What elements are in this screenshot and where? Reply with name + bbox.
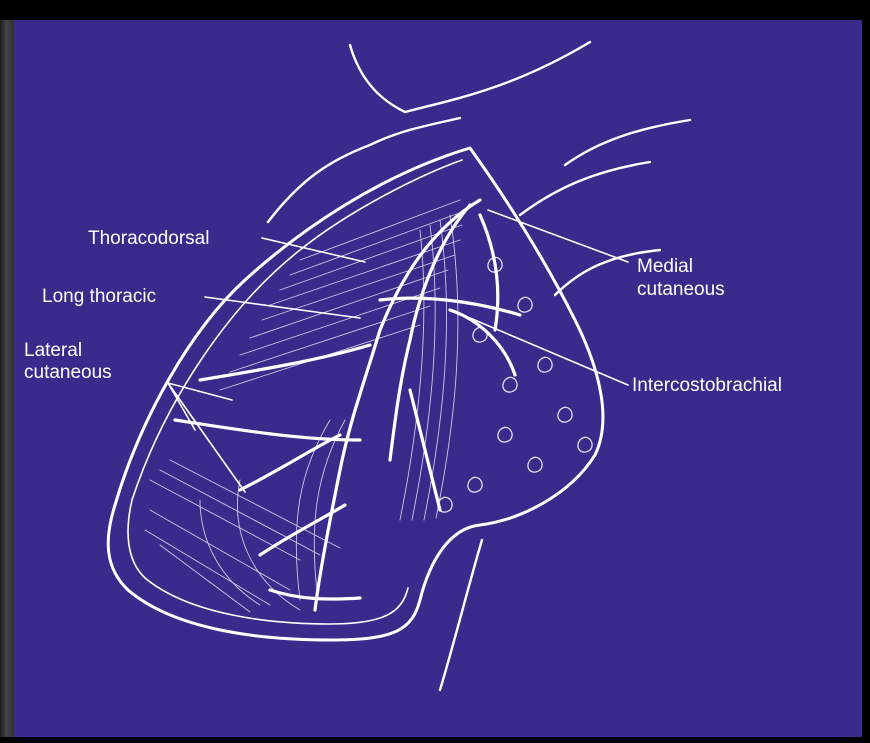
fat-lobules bbox=[438, 257, 592, 512]
leader-medial bbox=[488, 210, 628, 262]
label-lateral-line2: cutaneous bbox=[24, 362, 112, 384]
nerve-branches bbox=[175, 200, 520, 610]
leader-lines bbox=[168, 210, 628, 492]
arm-mid-line bbox=[520, 162, 650, 215]
label-thoracodorsal: Thoracodorsal bbox=[88, 228, 209, 250]
arm-upper-line bbox=[565, 120, 690, 165]
leader-intercosto bbox=[470, 318, 628, 385]
specimen-outline bbox=[108, 148, 603, 640]
leader-lateral-c bbox=[168, 383, 245, 492]
chest-wall-line bbox=[440, 540, 482, 690]
label-medial-line2: cutaneous bbox=[637, 279, 725, 301]
label-medial-line1: Medial bbox=[637, 256, 693, 278]
neck-outline bbox=[350, 42, 590, 112]
label-lateral-line1: Lateral bbox=[24, 340, 82, 362]
label-intercostobrachial: Intercostobrachial bbox=[632, 375, 782, 397]
label-long-thoracic: Long thoracic bbox=[42, 286, 156, 308]
leader-long-thoracic bbox=[205, 297, 360, 318]
